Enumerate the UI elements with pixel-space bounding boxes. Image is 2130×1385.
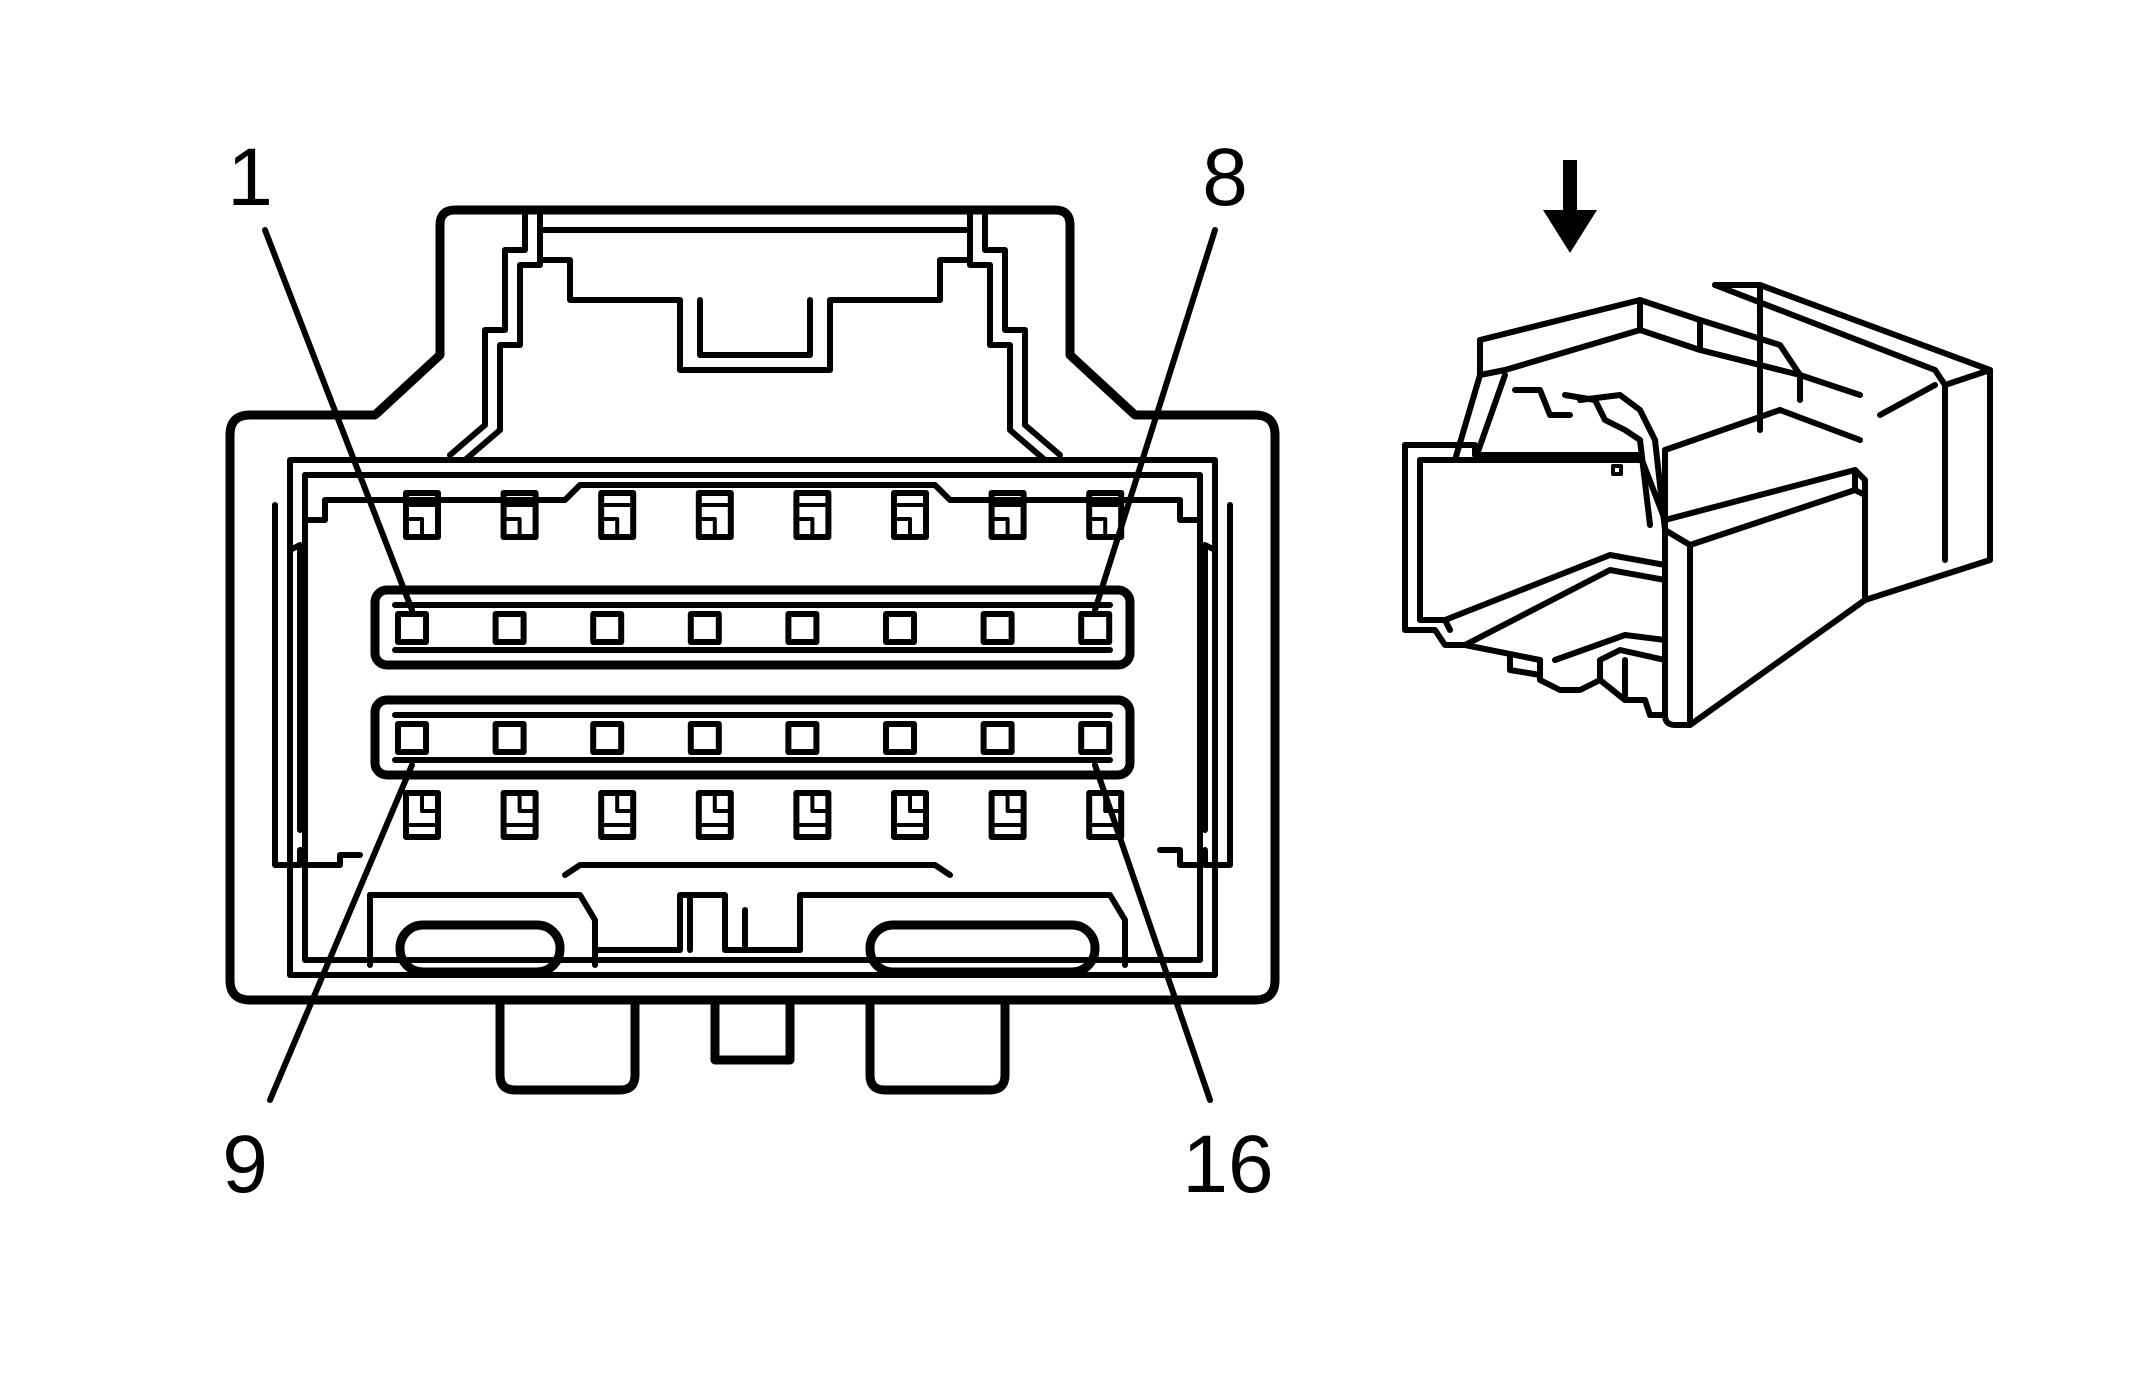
pin-label-16: 16 <box>1182 1119 1273 1210</box>
terminal-window-12 <box>695 790 734 840</box>
upper-pin-row <box>395 611 1113 645</box>
terminal-window-7 <box>988 490 1027 540</box>
terminal-window-9 <box>403 790 441 840</box>
pin-label-8: 8 <box>1202 132 1248 223</box>
connector-face-view: 1 8 9 16 <box>222 132 1280 1210</box>
pin-cavity-8 <box>1078 611 1113 645</box>
terminal-window-13 <box>793 790 832 840</box>
pin-label-1: 1 <box>227 132 273 223</box>
latch-pad-left <box>395 920 565 977</box>
rear-body <box>1712 282 1993 603</box>
terminal-window-10 <box>500 790 539 840</box>
pin-cavity-1 <box>395 611 429 645</box>
pin-cavity-2 <box>492 611 527 645</box>
down-arrow-icon <box>1543 160 1597 253</box>
leader-line-pin-8 <box>1092 227 1218 613</box>
pin-cavity-6 <box>883 611 917 645</box>
pin-cavity-15 <box>980 721 1015 755</box>
pin-cavity-7 <box>980 611 1015 645</box>
pin-cavity-12 <box>687 721 722 755</box>
lower-terminal-windows <box>403 790 1125 840</box>
leader-line-pin-9 <box>267 762 415 1103</box>
lower-pin-row <box>395 721 1113 755</box>
leader-line-pin-1 <box>262 227 415 613</box>
pin-cavity-3 <box>590 611 625 645</box>
pin-cavity-11 <box>590 721 625 755</box>
leader-line-pin-16 <box>1092 762 1213 1103</box>
housing-outline <box>225 205 1280 1005</box>
inner-frame <box>272 457 1233 978</box>
pin-row-rails <box>370 585 1135 780</box>
pin-cavity-13 <box>785 721 820 755</box>
bottom-key-center <box>710 995 795 1065</box>
terminal-window-15 <box>988 790 1027 840</box>
lower-latches <box>367 892 1128 977</box>
upper-row-rail <box>370 585 1135 670</box>
bottom-key-left <box>495 995 640 1095</box>
terminal-window-2 <box>500 490 539 540</box>
terminal-window-1 <box>403 490 441 540</box>
bottom-key-right <box>865 995 1010 1095</box>
terminal-window-3 <box>598 490 637 540</box>
top-latch-block <box>1477 297 1863 398</box>
pin-cavity-16 <box>1078 721 1113 755</box>
terminal-window-11 <box>598 790 637 840</box>
lower-row-rail <box>370 695 1135 780</box>
upper-terminal-windows <box>403 490 1125 540</box>
front-housing <box>1402 442 1693 728</box>
terminal-window-8 <box>1086 490 1125 540</box>
pin-cavity-9 <box>395 721 429 755</box>
pin-cavity-10 <box>492 721 527 755</box>
pin-cavity-5 <box>785 611 820 645</box>
terminal-window-5 <box>793 490 832 540</box>
connector-isometric-view <box>1402 160 1993 728</box>
terminal-window-6 <box>891 490 929 540</box>
latch-structure <box>447 212 1063 463</box>
terminal-window-14 <box>891 790 929 840</box>
latch-pad-right <box>865 920 1100 977</box>
pin-label-9: 9 <box>222 1119 268 1210</box>
terminal-window-4 <box>695 490 734 540</box>
pin-cavity-14 <box>883 721 917 755</box>
pin-cavity-4 <box>687 611 722 645</box>
